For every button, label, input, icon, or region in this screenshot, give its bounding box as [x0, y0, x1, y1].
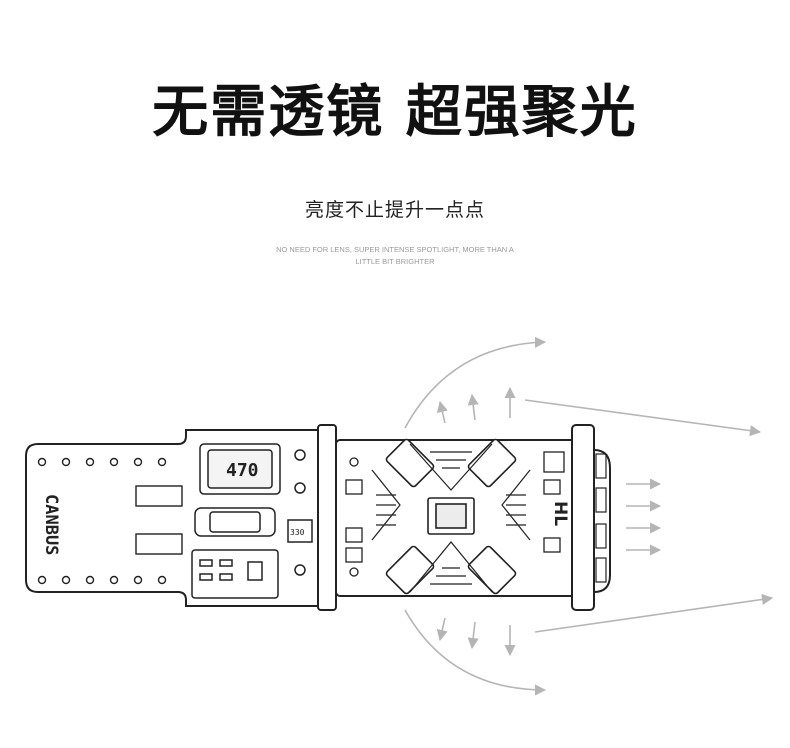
ray-bottom-long	[534, 593, 774, 633]
ray-up-2	[467, 393, 479, 421]
resistor-330	[287, 519, 313, 543]
subheadline: 亮度不止提升一点点	[304, 199, 485, 221]
led-chips	[385, 438, 517, 595]
ray-top-long	[524, 399, 762, 437]
led-top-right	[467, 438, 517, 488]
chip-label: 470	[226, 460, 259, 481]
collar	[317, 424, 337, 611]
board-pads	[345, 451, 565, 577]
board-label: CANBUS	[41, 494, 61, 555]
caption: NO NEED FOR LENS, SUPER INTENSE SPOTLIGH…	[276, 245, 514, 266]
board-traces	[371, 443, 531, 593]
ray-down-2	[467, 621, 479, 650]
light-rays	[404, 336, 774, 696]
led-top-left	[385, 438, 435, 488]
led-bottom-left	[385, 545, 435, 595]
led-bulb-illustration: CANBUS 470 330	[25, 336, 774, 696]
resistor-label: 330	[290, 528, 305, 537]
end-cap-details	[595, 453, 607, 583]
ray-up-1	[436, 400, 448, 424]
base-components	[191, 443, 313, 599]
ray-down-1	[436, 617, 448, 642]
side-label: HL	[550, 501, 570, 526]
led-bottom-right	[467, 545, 517, 595]
arc-ray-bottom	[404, 609, 547, 696]
end-cap	[571, 424, 595, 611]
arc-ray-top	[404, 336, 547, 429]
headline: 无需透镜 超强聚光	[152, 80, 638, 145]
base-contacts	[37, 457, 183, 585]
end-cap-edge	[593, 449, 611, 593]
